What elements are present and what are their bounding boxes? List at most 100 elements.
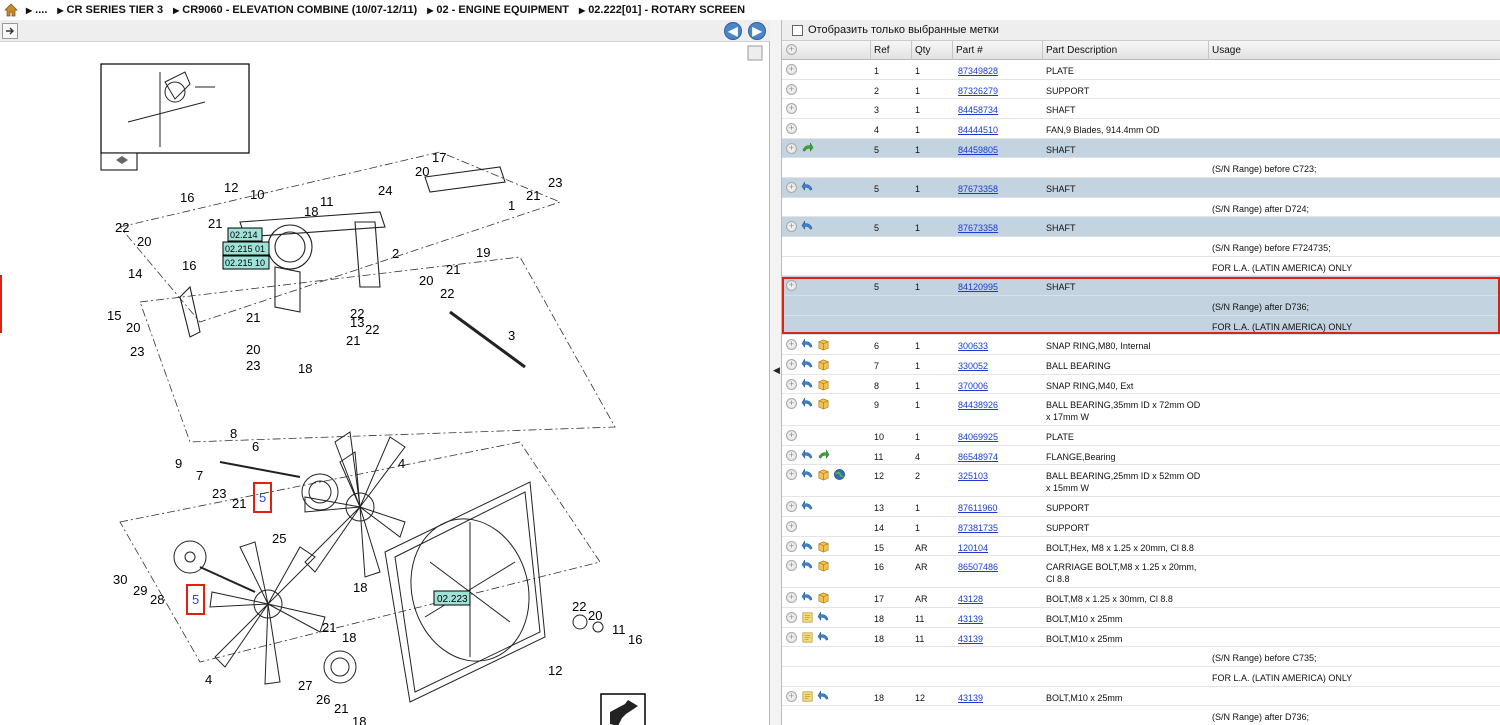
ref-label[interactable]: 3	[508, 328, 515, 343]
table-row[interactable]: (S/N Range) before C723;	[782, 158, 1500, 178]
ref-label[interactable]: 20	[588, 608, 602, 623]
blue-arrow-icon[interactable]	[801, 559, 814, 572]
ref-label[interactable]: 15	[107, 308, 121, 323]
table-row[interactable]: FOR L.A. (LATIN AMERICA) ONLY	[782, 315, 1500, 336]
ref-label[interactable]: 11	[612, 622, 626, 637]
add-to-cart-icon[interactable]: +	[786, 103, 797, 115]
ref-label[interactable]: 23	[130, 344, 144, 359]
ref-label[interactable]: 30	[113, 572, 127, 587]
add-to-cart-icon[interactable]: +	[786, 612, 797, 624]
blue-arrow-icon[interactable]	[817, 689, 830, 703]
breadcrumb-item-section[interactable]: 02 - ENGINE EQUIPMENT	[436, 4, 570, 16]
add-to-cart-icon[interactable]: +	[786, 181, 797, 193]
ref-label[interactable]: 18	[298, 361, 312, 376]
column-header-part[interactable]: Part #	[952, 41, 1042, 60]
add-to-cart-icon[interactable]: +	[786, 83, 797, 95]
callout-box[interactable]	[433, 590, 471, 606]
ref-label[interactable]: 12	[548, 663, 562, 678]
pane-splitter[interactable]: ◀	[770, 20, 782, 725]
ref-label[interactable]: 18	[342, 630, 356, 645]
ref-label[interactable]: 13	[350, 315, 364, 330]
box-icon[interactable]	[817, 559, 830, 572]
part-number-link[interactable]: 87381735	[958, 523, 999, 534]
add-to-cart-icon[interactable]: +	[786, 631, 797, 643]
ref-label[interactable]: 18	[352, 714, 366, 725]
callout-box[interactable]	[227, 227, 263, 242]
ref-label[interactable]: 21	[334, 701, 348, 716]
add-to-cart-icon[interactable]: +	[786, 430, 797, 442]
part-number-link[interactable]: 43139	[958, 614, 984, 625]
blue-arrow-icon[interactable]	[817, 611, 830, 624]
part-number-link[interactable]: 120104	[958, 542, 989, 553]
part-number-link[interactable]: 86548974	[958, 451, 999, 462]
add-to-cart-icon[interactable]: +	[786, 142, 797, 154]
callout-box[interactable]	[222, 241, 270, 256]
ref-label[interactable]: 17	[432, 150, 446, 165]
ref-label[interactable]: 24	[378, 183, 392, 198]
ref-label[interactable]: 6	[252, 439, 259, 454]
blue-arrow-icon[interactable]	[801, 591, 814, 604]
blue-arrow-icon[interactable]	[817, 630, 830, 644]
next-drawing-button[interactable]	[600, 693, 646, 725]
ref-label[interactable]: 10	[250, 187, 264, 202]
ref-label[interactable]: 23	[246, 358, 260, 373]
add-to-cart-icon[interactable]: +	[786, 339, 797, 351]
box-icon[interactable]	[817, 338, 830, 351]
ref-label[interactable]: 4	[205, 672, 212, 687]
ref-label[interactable]: 21	[526, 188, 540, 203]
ref-label[interactable]: 18	[353, 580, 367, 595]
ref-label[interactable]: 20	[419, 273, 433, 288]
table-row[interactable]: (S/N Range) after D736;	[782, 295, 1500, 316]
next-page-button[interactable]: ▶	[748, 22, 766, 40]
ref-label[interactable]: 21	[246, 310, 260, 325]
blue-arrow-icon[interactable]	[801, 338, 814, 351]
breadcrumb-item-model[interactable]: CR9060 - ELEVATION COMBINE (10/07-12/11)	[182, 4, 418, 16]
table-row[interactable]: FOR L.A. (LATIN AMERICA) ONLY	[782, 667, 1500, 687]
box-icon[interactable]	[817, 540, 830, 553]
ref-label[interactable]: 21	[446, 262, 460, 277]
ref-label[interactable]: 20	[126, 320, 140, 335]
add-all-icon[interactable]: +	[786, 44, 797, 55]
blue-arrow-icon[interactable]	[801, 468, 814, 481]
ref-label[interactable]: 22	[115, 220, 129, 235]
add-to-cart-icon[interactable]: +	[786, 221, 797, 233]
box-icon[interactable]	[817, 358, 830, 371]
part-number-link[interactable]: 84069925	[958, 432, 999, 443]
part-number-link[interactable]: 330052	[958, 360, 989, 371]
part-number-link[interactable]: 43139	[958, 692, 984, 703]
ref-label[interactable]: 8	[230, 426, 237, 441]
part-number-link[interactable]: 325103	[958, 471, 989, 482]
part-number-link[interactable]: 86507486	[958, 562, 999, 573]
ref-label[interactable]: 21	[232, 496, 246, 511]
blue-arrow-icon[interactable]	[801, 220, 814, 233]
box-icon[interactable]	[817, 468, 830, 481]
ref-label[interactable]: 16	[182, 258, 196, 273]
blue-arrow-icon[interactable]	[801, 397, 814, 410]
part-number-link[interactable]: 87673358	[958, 223, 999, 234]
ref-label[interactable]: 7	[196, 468, 203, 483]
green-arrow-icon[interactable]	[801, 141, 814, 155]
thumbnail-frame[interactable]	[100, 63, 250, 154]
note-icon[interactable]	[801, 611, 814, 624]
note-icon[interactable]	[801, 631, 814, 644]
breadcrumb-item-series[interactable]: CR SERIES TIER 3	[66, 4, 164, 16]
ref-label[interactable]: 21	[322, 620, 336, 635]
part-number-link[interactable]: 87349828	[958, 66, 999, 76]
ref-label[interactable]: 21	[208, 216, 222, 231]
selected-only-checkbox[interactable]	[792, 24, 803, 36]
add-to-cart-icon[interactable]: +	[786, 280, 797, 292]
add-to-cart-icon[interactable]: +	[786, 501, 797, 513]
